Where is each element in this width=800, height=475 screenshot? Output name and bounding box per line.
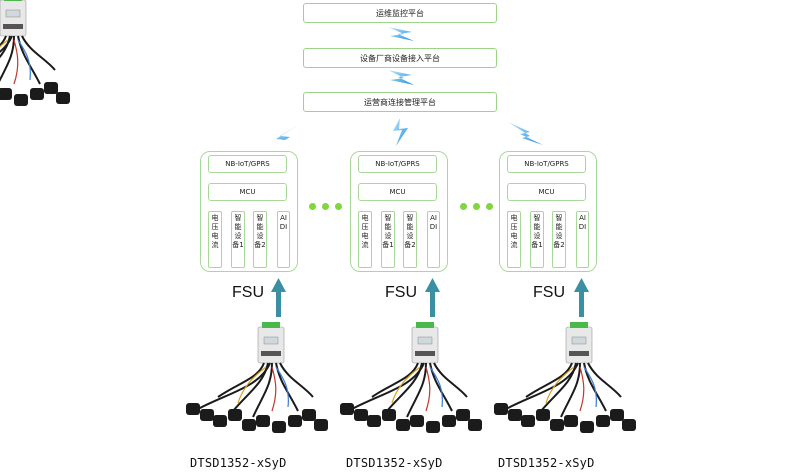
up-arrow-icon	[425, 278, 440, 317]
fsu-unit-1: NB-IoT/GPRS MCU 电压电流 智能设备1 智能设备2 AI DI	[200, 151, 298, 272]
voltage-current-module: 电压电流	[358, 211, 372, 268]
ai-di-module: AI DI	[427, 211, 440, 268]
mcu-module: MCU	[208, 183, 287, 201]
voltage-current-module: 电压电流	[507, 211, 521, 268]
model-label: DTSD1352-xSyD	[346, 456, 443, 470]
platform-carrier-connection: 运营商连接管理平台	[303, 92, 497, 112]
ai-di-module: AI DI	[277, 211, 290, 268]
model-label: DTSD1352-xSyD	[190, 456, 287, 470]
comm-module: NB-IoT/GPRS	[507, 155, 586, 173]
comm-module: NB-IoT/GPRS	[358, 155, 437, 173]
smart-device-2-module: 智能设备2	[403, 211, 417, 268]
fsu-unit-2: NB-IoT/GPRS MCU 电压电流 智能设备1 智能设备2 AI DI	[350, 151, 448, 272]
smart-device-2-module: 智能设备2	[552, 211, 566, 268]
fsu-label: FSU	[385, 284, 417, 301]
meter-icon	[0, 0, 70, 106]
smart-device-1-module: 智能设备1	[530, 211, 544, 268]
ellipsis-dots	[309, 203, 342, 210]
up-arrow-icon	[574, 278, 589, 317]
ai-di-module: AI DI	[576, 211, 589, 268]
fsu-label: FSU	[533, 284, 565, 301]
comm-module: NB-IoT/GPRS	[208, 155, 287, 173]
smart-device-1-module: 智能设备1	[231, 211, 245, 268]
voltage-current-module: 电压电流	[208, 211, 222, 268]
current-transformer-icon	[0, 82, 70, 106]
lightning-icon	[268, 125, 298, 150]
smart-device-1-module: 智能设备1	[381, 211, 395, 268]
up-arrow-icon	[271, 278, 286, 317]
mcu-module: MCU	[507, 183, 586, 201]
lightning-icon	[393, 118, 408, 146]
smart-device-2-module: 智能设备2	[253, 211, 267, 268]
platform-vendor-access: 设备厂商设备接入平台	[303, 48, 497, 68]
lightning-icon	[508, 122, 543, 145]
model-label: DTSD1352-xSyD	[498, 456, 595, 470]
platform-ops-monitoring: 运维监控平台	[303, 3, 497, 23]
fsu-unit-3: NB-IoT/GPRS MCU 电压电流 智能设备1 智能设备2 AI DI	[499, 151, 597, 272]
ellipsis-dots	[460, 203, 493, 210]
fsu-label: FSU	[232, 284, 264, 301]
mcu-module: MCU	[358, 183, 437, 201]
lightning-icon	[388, 70, 414, 85]
lightning-icon	[388, 27, 414, 41]
